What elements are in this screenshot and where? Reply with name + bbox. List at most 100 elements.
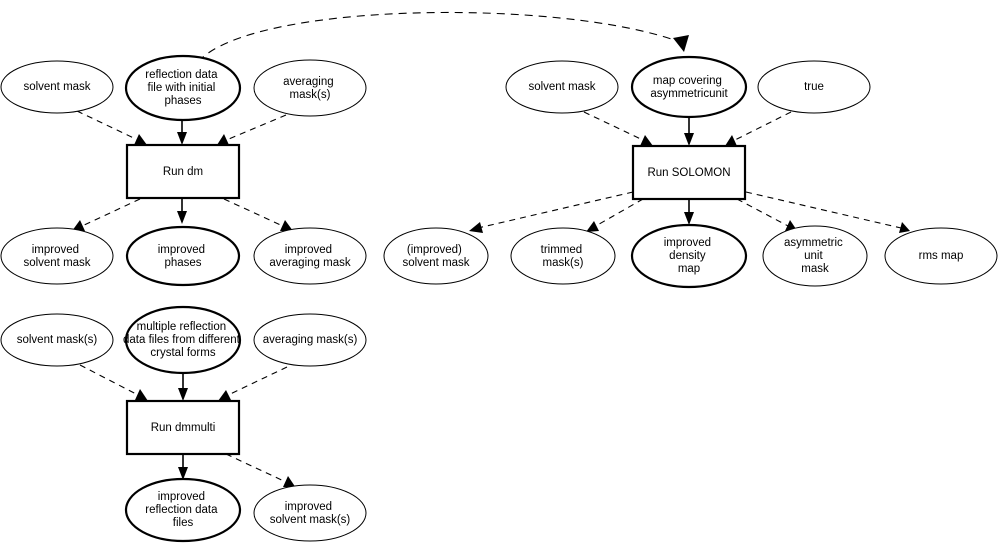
node-ellipse[interactable] (124, 477, 242, 543)
node-dm-in-reflection-data[interactable]: reflection data file with initial phases (124, 54, 242, 122)
node-sol-out-trimmed-masks[interactable]: trimmed mask(s) (510, 227, 616, 285)
node-ellipse[interactable] (253, 227, 367, 285)
edge-dm-averaging-mask-to-run-dm (217, 114, 287, 145)
edge-path (225, 366, 288, 397)
node-ellipse[interactable] (757, 60, 871, 114)
edge-run-dm-to-improved-phases (177, 199, 187, 224)
node-dm-in-averaging-mask[interactable]: averaging mask(s) (253, 59, 367, 117)
node-ellipse[interactable] (884, 227, 998, 285)
node-ellipse[interactable] (125, 225, 241, 287)
process-run-dm[interactable]: Run dm (125, 143, 241, 200)
group-dmmulti: solvent mask(s) multiple reflection data… (0, 305, 367, 543)
edge-path (583, 111, 646, 142)
edge-run-solomon-to-improved-density-map (684, 199, 694, 225)
node-sol-in-solvent-mask[interactable]: solvent mask (505, 60, 619, 114)
edge-run-solomon-to-rms-map (745, 191, 910, 233)
arrowhead (177, 211, 187, 224)
node-ellipse[interactable] (253, 313, 367, 367)
node-ellipse[interactable] (124, 54, 242, 122)
arrowhead (217, 134, 229, 145)
node-ellipse[interactable] (505, 60, 619, 114)
edge-path (79, 198, 141, 228)
node-ellipse[interactable] (0, 60, 114, 114)
node-ellipse[interactable] (383, 227, 489, 285)
edge-run-dm-to-improved-solvent-mask (72, 198, 141, 231)
edge-sol-map-covering-to-run-solomon (684, 117, 694, 146)
node-dmm-out-improved-solvent-masks[interactable]: improved solvent mask(s) (253, 484, 367, 542)
node-ellipse[interactable] (253, 59, 367, 117)
node-sol-out-rms-map[interactable]: rms map (884, 227, 998, 285)
node-ellipse[interactable] (0, 227, 114, 285)
edge-dmm-solvent-masks-to-run-dmmulti (79, 364, 148, 401)
edge-dmm-multiple-reflection-to-run-dmmulti (178, 373, 188, 401)
node-ellipse[interactable] (630, 55, 748, 119)
edge-path (745, 191, 902, 229)
node-sol-out-improved-density-map[interactable]: improved density map (630, 223, 748, 289)
arrowhead (178, 388, 188, 401)
arrowhead (280, 220, 293, 231)
node-ellipse[interactable] (0, 313, 114, 367)
arrowhead (135, 389, 148, 401)
node-sol-out-asymmetric-unit-mask[interactable]: asymmetric unit mask (762, 225, 868, 287)
node-sol-in-true[interactable]: true (757, 60, 871, 114)
edge-path (197, 11, 681, 63)
arrowhead (640, 135, 653, 146)
edge-sol-solvent-mask-to-run-solomon (583, 111, 653, 146)
node-ellipse[interactable] (253, 484, 367, 542)
edge-run-dm-to-improved-averaging-mask (223, 198, 293, 231)
node-dm-out-improved-phases[interactable]: improved phases (125, 225, 241, 287)
node-sol-in-map-covering[interactable]: map covering asymmetricunit (630, 55, 748, 119)
edge-path (477, 191, 634, 229)
arrowhead (684, 133, 694, 146)
arrowhead (178, 467, 188, 480)
arrowhead (899, 222, 910, 233)
edge-run-solomon-to-trimmed-masks (586, 198, 644, 232)
process-rect[interactable] (125, 143, 241, 200)
edge-path (732, 111, 792, 142)
node-ellipse[interactable] (630, 223, 748, 289)
arrowhead (72, 220, 85, 231)
edge-path (76, 110, 141, 142)
node-sol-out-improved-solvent-mask[interactable]: (improved) solvent mask (383, 227, 489, 285)
edge-run-solomon-to-asymmetric-unit-mask (736, 198, 798, 232)
node-dmm-out-improved-reflection[interactable]: improved reflection data files (124, 477, 242, 543)
process-run-dmmulti[interactable]: Run dmmulti (125, 399, 241, 456)
arrowhead (134, 134, 147, 145)
node-dmm-in-solvent-masks[interactable]: solvent mask(s) (0, 313, 114, 367)
edge-dm-solvent-mask-to-run-dm (76, 110, 147, 145)
node-dmm-in-averaging-masks[interactable]: averaging mask(s) (253, 313, 367, 367)
edge-dmm-averaging-masks-to-run-dmmulti (218, 366, 288, 401)
node-dm-out-improved-averaging-mask[interactable]: improved averaging mask (253, 227, 367, 285)
node-ellipse[interactable] (510, 227, 616, 285)
arrowhead (177, 132, 187, 145)
process-run-solomon[interactable]: Run SOLOMON (631, 144, 747, 201)
arrowhead (469, 222, 483, 233)
process-rect[interactable] (125, 399, 241, 456)
edge-sol-true-to-run-solomon (725, 111, 792, 146)
edge-path (593, 198, 644, 228)
edge-reflection-data-to-map-covering (197, 11, 689, 63)
edge-run-solomon-to-improved-solvent-mask (469, 191, 634, 233)
arrowhead (673, 35, 689, 52)
arrowhead (586, 221, 599, 232)
edge-dm-reflection-data-to-run-dm (177, 121, 187, 145)
edge-path (225, 453, 289, 484)
arrowhead (725, 135, 737, 146)
process-rect[interactable] (631, 144, 747, 201)
group-solomon: solvent mask map covering asymmetricunit… (383, 55, 998, 289)
edge-path (79, 364, 141, 397)
arrowhead (283, 476, 296, 488)
node-ellipse[interactable] (124, 305, 242, 375)
edge-path (223, 114, 287, 142)
node-dm-in-solvent-mask[interactable]: solvent mask (0, 60, 114, 114)
edge-run-dmmulti-to-improved-solvent-masks (225, 453, 296, 488)
arrowhead (684, 212, 694, 225)
edge-path (736, 198, 791, 228)
arrowhead (218, 390, 231, 401)
node-dmm-in-multiple-reflection[interactable]: multiple reflection data files from diff… (123, 305, 243, 375)
edge-path (223, 198, 286, 228)
node-dm-out-improved-solvent-mask[interactable]: improved solvent mask (0, 227, 114, 285)
node-ellipse[interactable] (762, 225, 868, 287)
